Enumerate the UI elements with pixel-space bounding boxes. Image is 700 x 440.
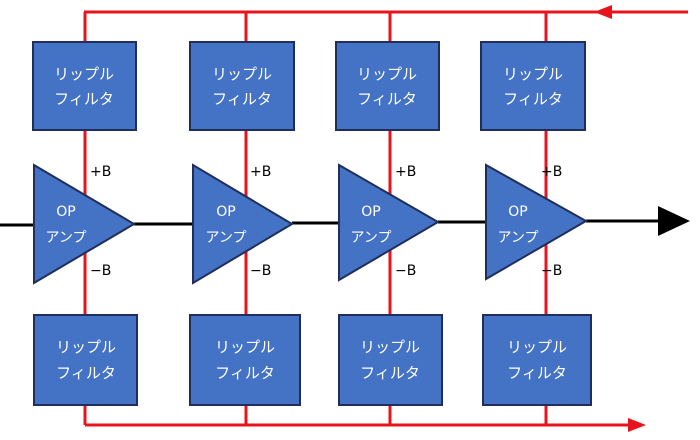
bottom-ripple-filter-4 bbox=[482, 314, 592, 406]
filter-label-line1: リップル bbox=[503, 65, 563, 83]
filter-label-line2: フィルタ bbox=[360, 364, 420, 382]
positive-rail-label: +B bbox=[90, 164, 111, 180]
op-amp-2 bbox=[192, 163, 294, 285]
filter-label-line2: フィルタ bbox=[54, 90, 114, 108]
negative-rail-label: −B bbox=[395, 263, 416, 279]
filter-label-line1: リップル bbox=[357, 65, 417, 83]
filter-label-line2: フィルタ bbox=[503, 90, 563, 108]
positive-rail-label: +B bbox=[250, 164, 271, 180]
filter-label-line1: リップル bbox=[56, 338, 116, 356]
negative-rail-arrow-icon bbox=[628, 418, 646, 432]
filter-label-line1: リップル bbox=[215, 338, 275, 356]
top-ripple-filter-3 bbox=[335, 41, 440, 131]
top-ripple-filter-4 bbox=[480, 41, 586, 131]
filter-label-line1: リップル bbox=[360, 338, 420, 356]
positive-rail-label: +B bbox=[541, 164, 562, 180]
bottom-ripple-filter-1 bbox=[33, 314, 138, 406]
filter-label-line2: フィルタ bbox=[357, 90, 417, 108]
bottom-ripple-filter-2 bbox=[189, 314, 301, 406]
filter-label-line2: フィルタ bbox=[215, 364, 275, 382]
amp-label-line2: アンプ bbox=[497, 230, 538, 246]
filter-label-line2: フィルタ bbox=[56, 364, 116, 382]
negative-rail-label: −B bbox=[541, 263, 562, 279]
stage-2: リップル フィルタ OP アンプ +B −B リップル フィルタ bbox=[189, 41, 301, 406]
negative-supply-rail bbox=[83, 405, 628, 427]
filter-label-line1: リップル bbox=[507, 338, 567, 356]
filter-label-line1: リップル bbox=[54, 65, 114, 83]
amp-label-line2: アンプ bbox=[45, 230, 86, 246]
filter-label-line2: フィルタ bbox=[507, 364, 567, 382]
output-arrow-icon bbox=[658, 206, 690, 236]
filter-label-line1: リップル bbox=[212, 65, 272, 83]
amp-label-line2: アンプ bbox=[205, 230, 246, 246]
top-ripple-filter-2 bbox=[189, 41, 295, 131]
positive-rail-label: +B bbox=[395, 164, 416, 180]
negative-rail-label: −B bbox=[90, 263, 111, 279]
negative-rail-label: −B bbox=[250, 263, 271, 279]
amp-label-line1: OP bbox=[508, 204, 527, 220]
op-amp-3 bbox=[338, 163, 440, 282]
amp-label-line1: OP bbox=[216, 204, 235, 220]
amp-label-line1: OP bbox=[56, 204, 75, 220]
signal-path bbox=[0, 219, 665, 227]
top-ripple-filter-1 bbox=[32, 41, 137, 131]
stage-4: リップル フィルタ OP アンプ +B −B リップル フィルタ bbox=[480, 41, 592, 406]
stage-3: リップル フィルタ OP アンプ +B −B リップル フィルタ bbox=[335, 41, 443, 406]
positive-rail-arrow-icon bbox=[594, 5, 612, 19]
op-amp-4 bbox=[485, 163, 589, 281]
stage-1: リップル フィルタ OP アンプ +B −B リップル フィルタ bbox=[32, 41, 138, 406]
op-amp-1 bbox=[33, 163, 136, 285]
amp-label-line1: OP bbox=[361, 204, 380, 220]
amp-label-line2: アンプ bbox=[350, 230, 391, 246]
filter-label-line2: フィルタ bbox=[212, 90, 272, 108]
positive-supply-rail bbox=[83, 10, 688, 42]
bottom-ripple-filter-3 bbox=[338, 314, 443, 406]
